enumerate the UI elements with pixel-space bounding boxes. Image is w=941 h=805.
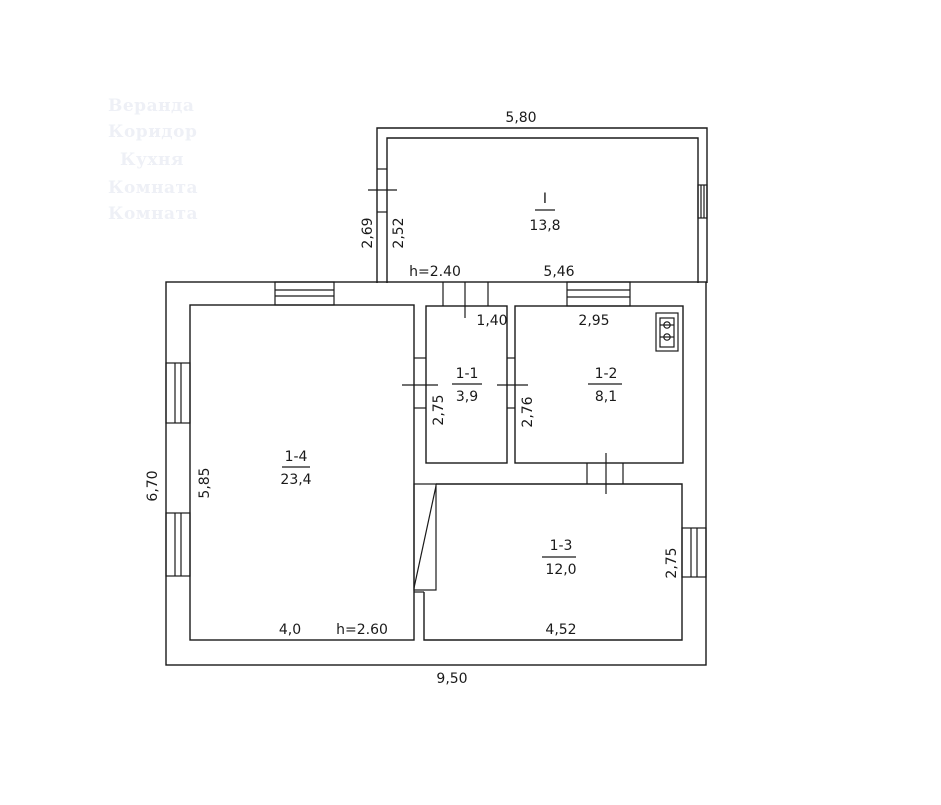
- room-1-3-depth: 2,75: [664, 547, 680, 578]
- window-icon: [566, 281, 631, 307]
- room-1-3-area: 12,0: [545, 562, 576, 578]
- veranda-outer-width: 5,80: [505, 110, 536, 126]
- room-1-1-depth: 2,75: [431, 394, 447, 425]
- veranda-window-icon: [697, 184, 708, 219]
- window-icon: [165, 512, 191, 577]
- room-1-2-area: 8,1: [595, 389, 617, 405]
- swing-door-icon: [413, 483, 437, 593]
- room-1-4-width: 4,0: [279, 622, 301, 638]
- room-1-1-width: 1,40: [476, 313, 507, 329]
- room-1-4-area: 23,4: [280, 472, 311, 488]
- window-icon: [681, 527, 707, 578]
- room-1-2-id: 1-2: [595, 366, 618, 382]
- veranda-ceiling-height: h=2.40: [409, 264, 461, 280]
- ghost-legend-item: Веранда: [108, 96, 195, 116]
- door-icon: [442, 282, 489, 318]
- veranda-entry-door-icon: [368, 168, 397, 213]
- room-1-3-id: 1-3: [550, 538, 573, 554]
- ghost-legend-item: Комната: [108, 204, 199, 224]
- house-outer-depth: 6,70: [145, 470, 161, 501]
- ghost-legend-item: Кухня: [120, 150, 184, 170]
- veranda-outer-depth: 2,69: [360, 217, 376, 248]
- room-1-1-area: 3,9: [456, 389, 478, 405]
- room-1-2-depth: 2,76: [520, 396, 536, 427]
- room-1-1-id: 1-1: [456, 366, 479, 382]
- house-outer-walls: [165, 281, 707, 666]
- room-1-3-outline: [423, 483, 683, 641]
- ghost-legend-item: Комната: [108, 178, 199, 198]
- room-1-4-ceiling-height: h=2.60: [336, 622, 388, 638]
- ghost-legend-item: Коридор: [108, 122, 198, 142]
- door-icon: [586, 453, 624, 494]
- room-1-3-width: 4,52: [545, 622, 576, 638]
- window-icon: [165, 362, 191, 424]
- door-icon: [402, 357, 438, 409]
- veranda-inner-width: 5,46: [543, 264, 574, 280]
- house-outer-width: 9,50: [436, 671, 467, 687]
- door-icon: [497, 357, 528, 409]
- veranda-inner-depth: 2,52: [391, 217, 407, 248]
- veranda-area: 13,8: [529, 218, 560, 234]
- room-1-4-id: 1-4: [285, 449, 308, 465]
- veranda-id: I: [543, 191, 547, 207]
- room-1-2-width: 2,95: [578, 313, 609, 329]
- room-1-4-depth: 5,85: [197, 467, 213, 498]
- stove-icon: [655, 312, 679, 352]
- window-icon: [274, 281, 335, 306]
